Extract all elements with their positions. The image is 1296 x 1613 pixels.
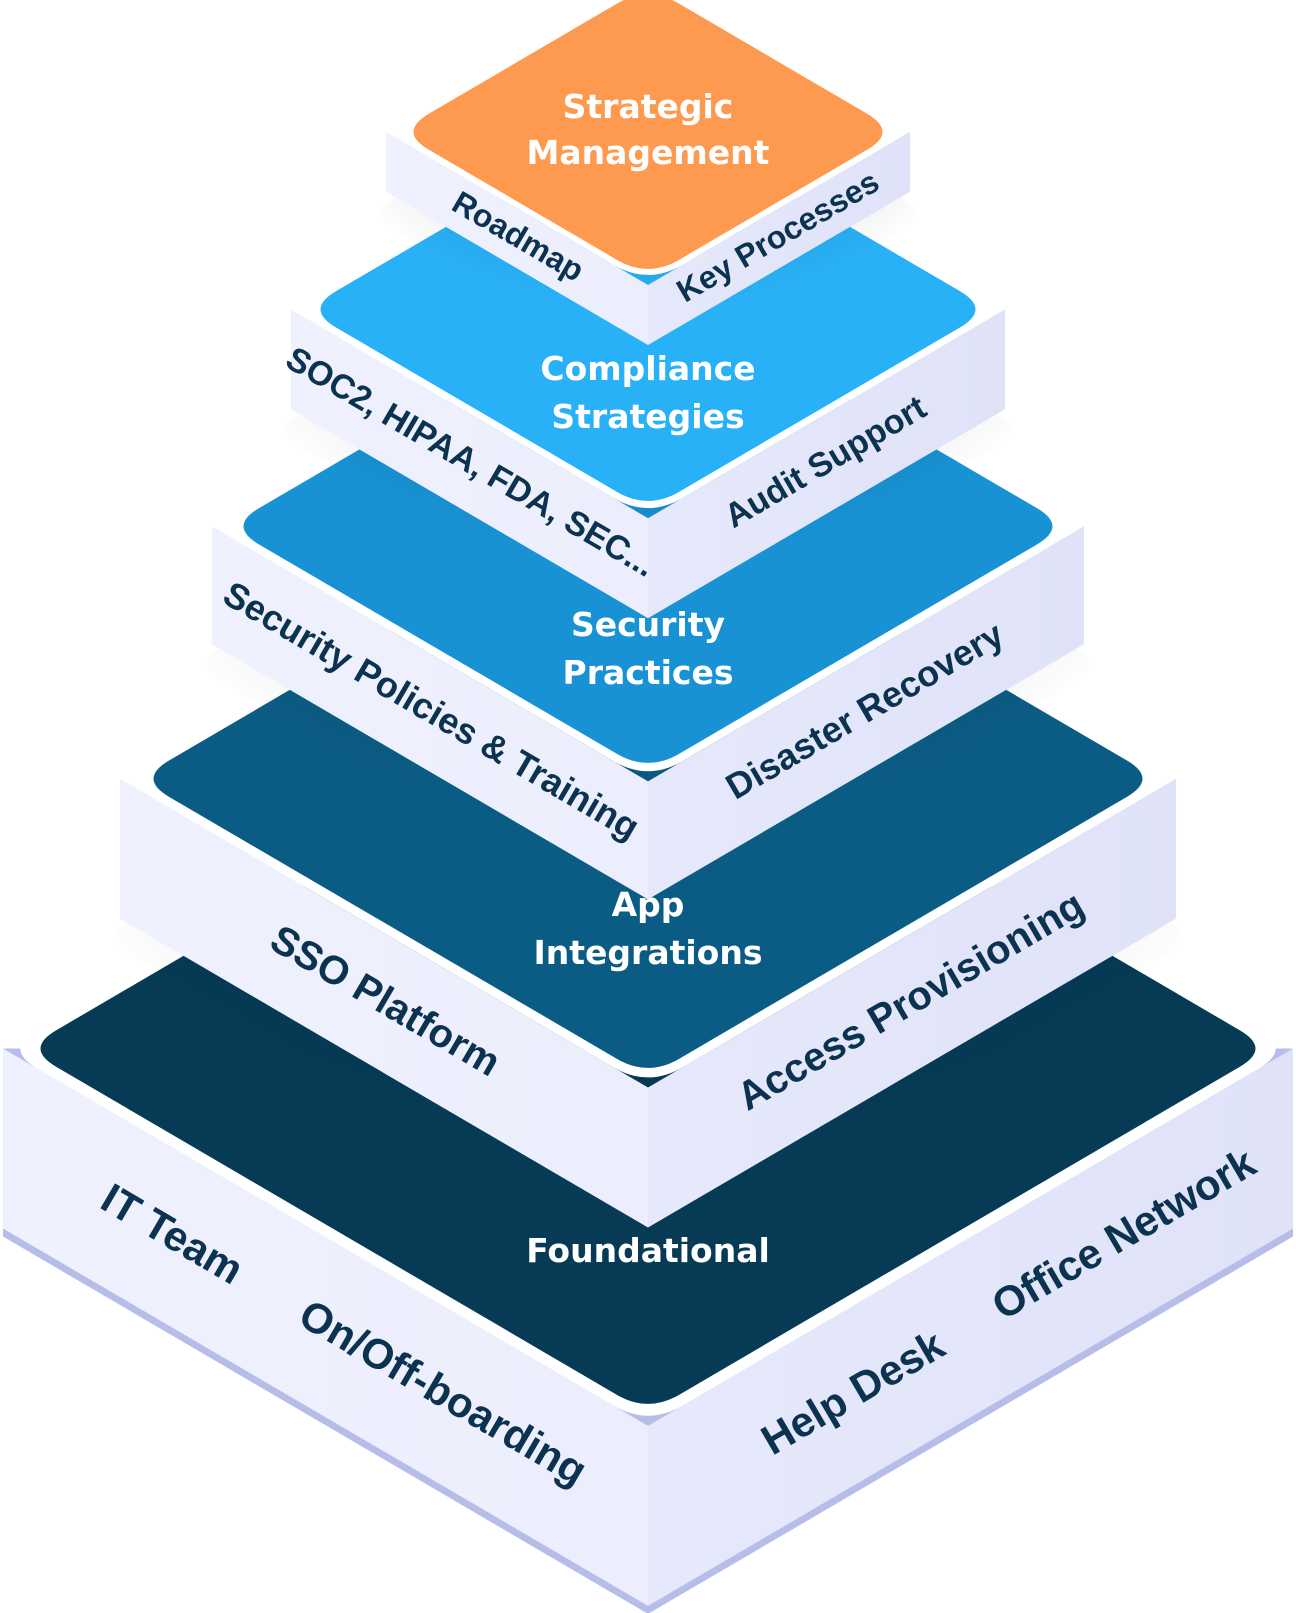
layer-title: Integrations bbox=[534, 933, 763, 972]
layer-top-face bbox=[413, 0, 883, 269]
layer-title: Foundational bbox=[526, 1231, 770, 1270]
layer-side bbox=[120, 778, 1176, 1228]
layer-title: Management bbox=[527, 133, 770, 172]
layer-side bbox=[3, 1048, 1293, 1606]
layer-side bbox=[212, 526, 1084, 900]
layer-title: Strategic bbox=[563, 87, 734, 126]
layer-title: Practices bbox=[563, 653, 734, 692]
layer-title: Compliance bbox=[540, 349, 755, 388]
layer-side bbox=[291, 309, 1005, 619]
layer-side bbox=[386, 131, 910, 346]
layer-title: Strategies bbox=[551, 397, 744, 436]
